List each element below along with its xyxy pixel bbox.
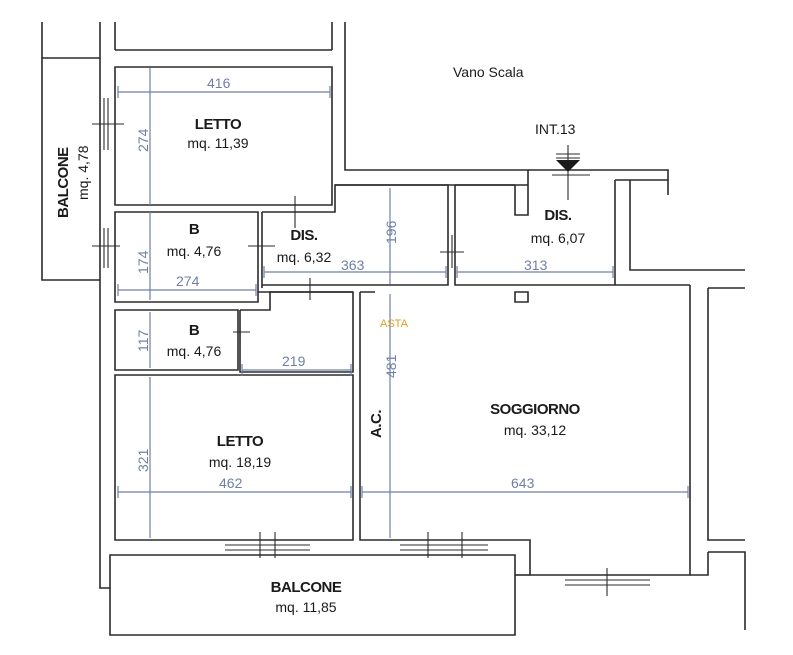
room-bagno-1-name: B (189, 221, 200, 238)
room-dis-2-area: mq. 6,07 (531, 230, 586, 246)
walls (41, 22, 746, 636)
dim-274-vertical: 274 (135, 128, 151, 152)
dim-313: 313 (524, 257, 548, 273)
entry-arrow-icon (556, 160, 580, 172)
openings (92, 98, 650, 596)
room-letto-top-area: mq. 11,39 (187, 135, 248, 151)
dim-117: 117 (135, 329, 151, 352)
dim-196: 196 (383, 220, 399, 244)
dim-643: 643 (511, 475, 535, 491)
int-label: INT.13 (535, 121, 576, 137)
room-dis-1-area: mq. 6,32 (277, 249, 332, 265)
room-letto-top-name: LETTO (195, 116, 242, 133)
room-bagno-2-area: mq. 4,76 (167, 343, 222, 359)
dim-481: 481 (383, 354, 399, 378)
room-bagno-2-name: B (189, 322, 200, 339)
dim-321: 321 (135, 448, 151, 472)
room-balcone-left-name: BALCONE (55, 147, 72, 218)
room-balcone-bottom-name: BALCONE (271, 579, 342, 596)
room-soggiorno-area: mq. 33,12 (504, 422, 566, 438)
dim-363: 363 (341, 257, 365, 273)
dimension-lines (117, 68, 689, 538)
room-letto-bottom-name: LETTO (217, 433, 264, 450)
dim-416: 416 (207, 75, 231, 91)
dim-174: 174 (135, 250, 151, 274)
room-bagno-1-area: mq. 4,76 (167, 243, 222, 259)
room-dis-2-name: DIS. (544, 207, 572, 224)
room-soggiorno-name: SOGGIORNO (490, 401, 581, 418)
room-dis-1-name: DIS. (290, 227, 318, 244)
ac-label: A.C. (368, 410, 385, 438)
room-balcone-bottom-area: mq. 11,85 (275, 599, 336, 615)
dim-462: 462 (219, 475, 243, 491)
asta-watermark: ASTA (380, 318, 409, 330)
dim-219: 219 (282, 353, 306, 369)
room-balcone-left-area: mq. 4,78 (75, 145, 91, 200)
vano-scala-label: Vano Scala (453, 64, 524, 80)
dim-274-horizontal: 274 (176, 273, 200, 289)
room-letto-bottom-area: mq. 18,19 (209, 454, 271, 470)
other-labels: Vano Scala INT.13 A.C. ASTA (368, 64, 576, 438)
room-labels: LETTO mq. 11,39 B mq. 4,76 DIS. mq. 6,32… (55, 116, 585, 615)
dimension-labels: 416 274 174 274 196 363 313 117 219 481 … (135, 75, 548, 491)
